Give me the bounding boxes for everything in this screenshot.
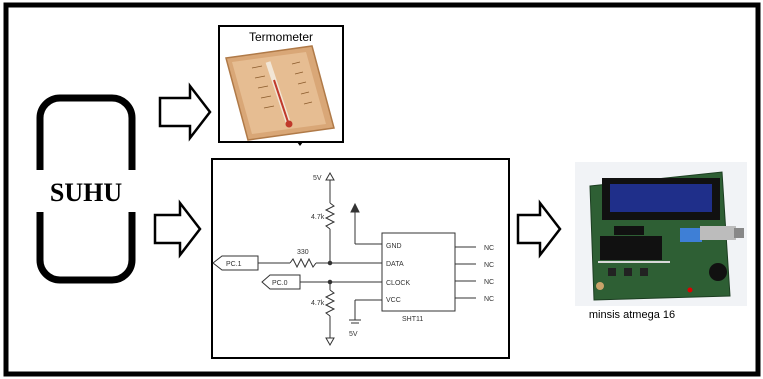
- port-data-label: PC.1: [226, 261, 242, 268]
- nc-label: NC: [484, 279, 494, 286]
- suhu-label: SUHU: [50, 178, 122, 207]
- resistor-bottom-label: 4.7k: [311, 300, 325, 307]
- resistor-series-label: 330: [297, 249, 309, 256]
- pin-gnd-label: GND: [386, 243, 402, 250]
- resistor-top-label: 4.7k: [311, 214, 325, 221]
- microcontroller-board-image: [575, 162, 747, 306]
- port-clock-label: PC.0: [272, 280, 288, 287]
- sensor-schematic: [212, 171, 476, 347]
- lcd-screen: [610, 184, 712, 212]
- schematic-labels: 5V 4.7k 330 4.7k 5V PC.1 PC.0 GND DATA C…: [226, 175, 494, 338]
- arrow-to-sensor: [153, 199, 202, 259]
- thermometer-label: Termometer: [249, 30, 313, 44]
- pin-clock-label: CLOCK: [386, 280, 410, 287]
- pin-data-label: DATA: [386, 261, 404, 268]
- microcontroller-caption: minsis atmega 16: [589, 309, 675, 321]
- arrow-to-thermometer: [158, 82, 212, 142]
- sht11-chip: [381, 232, 456, 312]
- nc-label: NC: [484, 245, 494, 252]
- thermometer-image: [225, 45, 335, 146]
- pin-vcc-label: VCC: [386, 297, 401, 304]
- supply-top-label: 5V: [313, 175, 322, 182]
- supply-bottom-label: 5V: [349, 331, 358, 338]
- arrow-to-microcontroller: [516, 199, 562, 259]
- chip-name-label: SHT11: [402, 316, 423, 323]
- nc-label: NC: [484, 296, 494, 303]
- nc-label: NC: [484, 262, 494, 269]
- sensor-schematic-box: [211, 158, 510, 359]
